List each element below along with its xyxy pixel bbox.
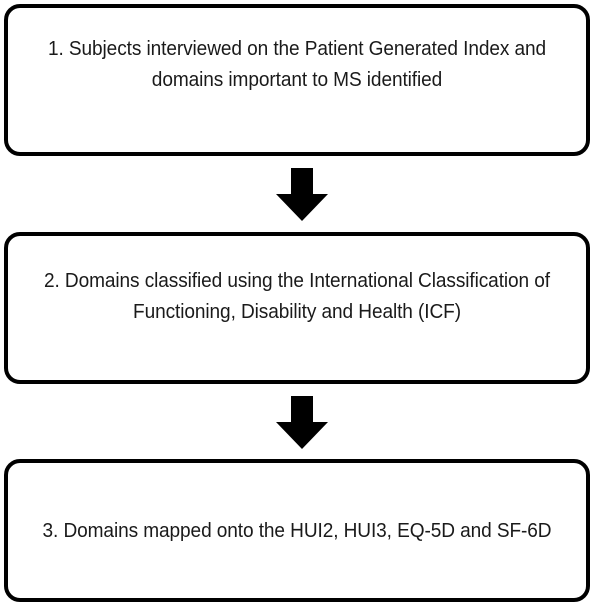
down-arrow-icon bbox=[276, 396, 328, 449]
flowchart-step-3-label: 3. Domains mapped onto the HUI2, HUI3, E… bbox=[42, 518, 552, 542]
down-arrow-icon bbox=[276, 168, 328, 221]
flowchart-step-1: 1. Subjects interviewed on the Patient G… bbox=[4, 4, 590, 156]
flowchart-step-2-label: 2. Domains classified using the Internat… bbox=[43, 268, 550, 323]
flowchart-step-1-label: 1. Subjects interviewed on the Patient G… bbox=[47, 36, 547, 91]
flowchart-step-3: 3. Domains mapped onto the HUI2, HUI3, E… bbox=[4, 459, 590, 602]
flowchart-step-2: 2. Domains classified using the Internat… bbox=[4, 232, 590, 384]
